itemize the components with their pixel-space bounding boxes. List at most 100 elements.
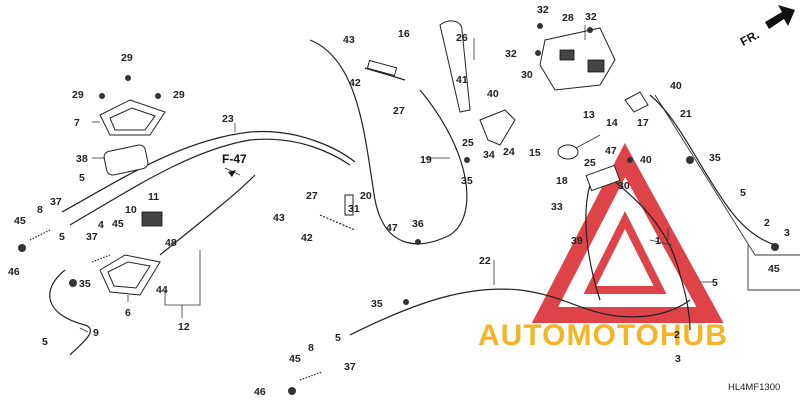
leader-lines — [79, 25, 715, 333]
callout-c7: 7 — [74, 117, 80, 129]
part-28-plate — [539, 27, 616, 91]
watermark-triangle-inner — [583, 211, 667, 294]
callout-c35b: 35 — [461, 175, 473, 187]
callout-c27a: 27 — [393, 105, 405, 117]
callout-c27b: 27 — [306, 190, 318, 202]
part-38-gasket — [103, 144, 149, 176]
figure-reference: F-47 — [222, 152, 247, 177]
callout-c5a: 5 — [79, 172, 85, 184]
callout-c10: 10 — [125, 204, 137, 216]
callout-c24: 24 — [503, 146, 515, 158]
callout-c45d: 45 — [768, 263, 780, 275]
front-label: FR. — [738, 27, 762, 48]
callout-c48: 48 — [165, 237, 177, 249]
callout-c29b: 29 — [72, 89, 84, 101]
cable-22 — [349, 288, 691, 336]
callout-c38: 38 — [76, 153, 88, 165]
callout-c35a: 35 — [79, 278, 91, 290]
callout-c2b: 2 — [674, 329, 680, 341]
callout-c20: 20 — [360, 190, 372, 202]
callout-c35c: 35 — [371, 298, 383, 310]
part-16-lever — [439, 20, 471, 113]
callout-c19: 19 — [420, 154, 432, 166]
callout-c34: 34 — [483, 149, 495, 161]
callout-c11: 11 — [148, 191, 159, 203]
callout-c32a: 32 — [537, 4, 549, 16]
callout-c28: 28 — [562, 12, 574, 24]
callout-c43a: 43 — [343, 34, 355, 46]
callout-c45b: 45 — [112, 218, 124, 230]
cable-23 — [61, 130, 356, 213]
callout-c33: 33 — [551, 201, 563, 213]
callout-c41: 41 — [456, 74, 468, 86]
callout-c4: 4 — [98, 219, 104, 231]
callout-c23: 23 — [222, 113, 234, 125]
callout-c30a: 30 — [521, 69, 533, 81]
cable-21 — [649, 94, 776, 246]
callout-c13: 13 — [583, 109, 595, 121]
callout-c5e: 5 — [740, 187, 746, 199]
callout-c21: 21 — [680, 108, 692, 120]
callout-c37c: 37 — [344, 361, 356, 373]
callout-c5d: 5 — [335, 332, 341, 344]
callout-c25a: 25 — [462, 137, 474, 149]
callout-c12: 12 — [178, 321, 190, 333]
part-17-bracket — [624, 91, 649, 113]
callout-c17: 17 — [637, 117, 649, 129]
callout-c29a: 29 — [121, 52, 133, 64]
part-11-switch — [141, 211, 163, 227]
callout-c44: 44 — [156, 284, 168, 296]
part-20-spring — [319, 194, 356, 231]
callout-c45a: 45 — [14, 215, 26, 227]
callout-c29c: 29 — [173, 89, 185, 101]
part-7-cover — [99, 99, 166, 136]
callout-c25b: 25 — [584, 157, 596, 169]
callout-c37b: 37 — [86, 231, 98, 243]
part-26-rod — [364, 59, 406, 81]
callout-c16: 16 — [398, 28, 410, 40]
callout-c37a: 37 — [50, 196, 62, 208]
callout-c47a: 47 — [386, 222, 398, 234]
callout-c36: 36 — [412, 218, 424, 230]
callout-numbers: 1 2 2 3 3 4 5 5 5 5 5 5 6 7 8 8 9 10 11 … — [8, 4, 790, 398]
callout-c5c: 5 — [42, 336, 48, 348]
callout-c39: 39 — [571, 235, 583, 247]
callout-c1: 1 — [655, 235, 661, 247]
callout-c15: 15 — [529, 147, 541, 159]
callout-c40a: 40 — [487, 88, 499, 100]
cable-19 — [309, 39, 468, 245]
callout-c18: 18 — [556, 175, 568, 187]
arrow-icon — [765, 5, 795, 29]
callout-c45c: 45 — [289, 353, 301, 365]
part-6-bracket — [99, 254, 161, 296]
callout-c46a: 46 — [8, 266, 20, 278]
callout-c5f: 5 — [712, 277, 718, 289]
frame-outline — [654, 94, 800, 256]
cable-44 — [159, 174, 256, 256]
cable-center — [585, 184, 601, 301]
callout-c14: 14 — [606, 117, 618, 129]
callout-c30b: 30 — [618, 180, 630, 192]
callout-c32b: 32 — [585, 11, 597, 23]
callout-c8a: 8 — [37, 204, 43, 216]
callout-c40b: 40 — [640, 154, 652, 166]
callout-c26: 26 — [456, 32, 468, 44]
frame-outline-2 — [747, 245, 800, 291]
callout-c31: 31 — [348, 203, 360, 215]
callout-c2a: 2 — [764, 217, 770, 229]
part-15-handle — [557, 134, 601, 160]
callout-c42b: 42 — [301, 232, 313, 244]
part-24-lever-base — [479, 109, 516, 146]
watermark-triangle-outer — [531, 142, 724, 323]
cable-1 — [599, 169, 691, 331]
callout-c32c: 32 — [505, 48, 517, 60]
cable-9 — [49, 269, 91, 356]
callout-c5b: 5 — [59, 231, 65, 243]
figure-ref-label: F-47 — [222, 152, 247, 166]
small-fasteners — [18, 23, 779, 395]
callout-c9: 9 — [93, 327, 99, 339]
callout-c47b: 47 — [605, 145, 617, 157]
callout-c42a: 42 — [349, 77, 361, 89]
